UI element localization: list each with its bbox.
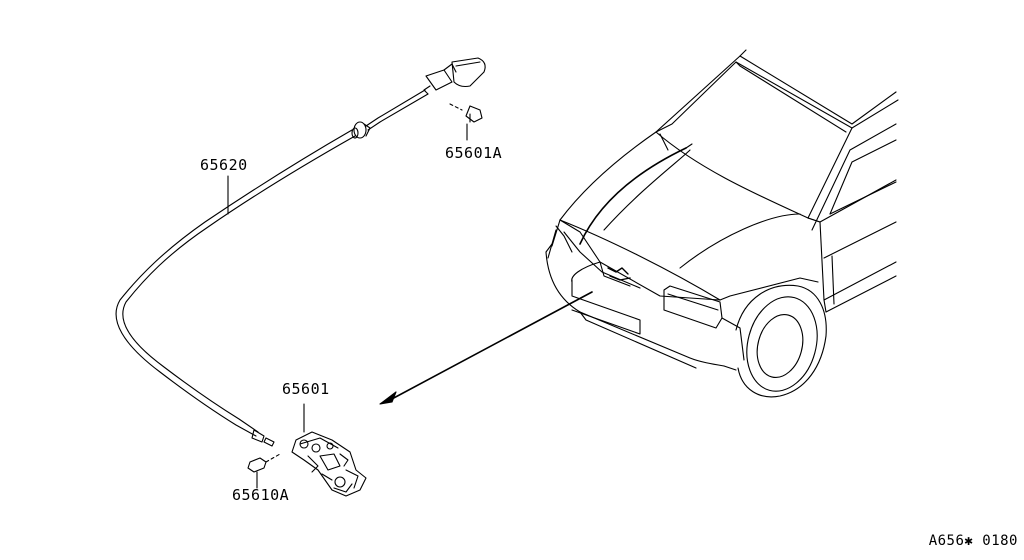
label-65601A: 65601A [445, 144, 503, 162]
reference-code: A656✱ 0180 [928, 533, 1018, 549]
label-65601: 65601 [282, 380, 330, 398]
cable-clip [449, 103, 483, 141]
label-65610A: 65610A [232, 486, 290, 504]
hood-lock [291, 403, 367, 497]
label-65620: 65620 [200, 156, 248, 174]
latch-bolt [247, 453, 281, 489]
release-handle [423, 57, 486, 95]
detail-arrow [379, 291, 593, 405]
hood-release-cable [115, 89, 429, 447]
vehicle-front-view [545, 49, 899, 398]
